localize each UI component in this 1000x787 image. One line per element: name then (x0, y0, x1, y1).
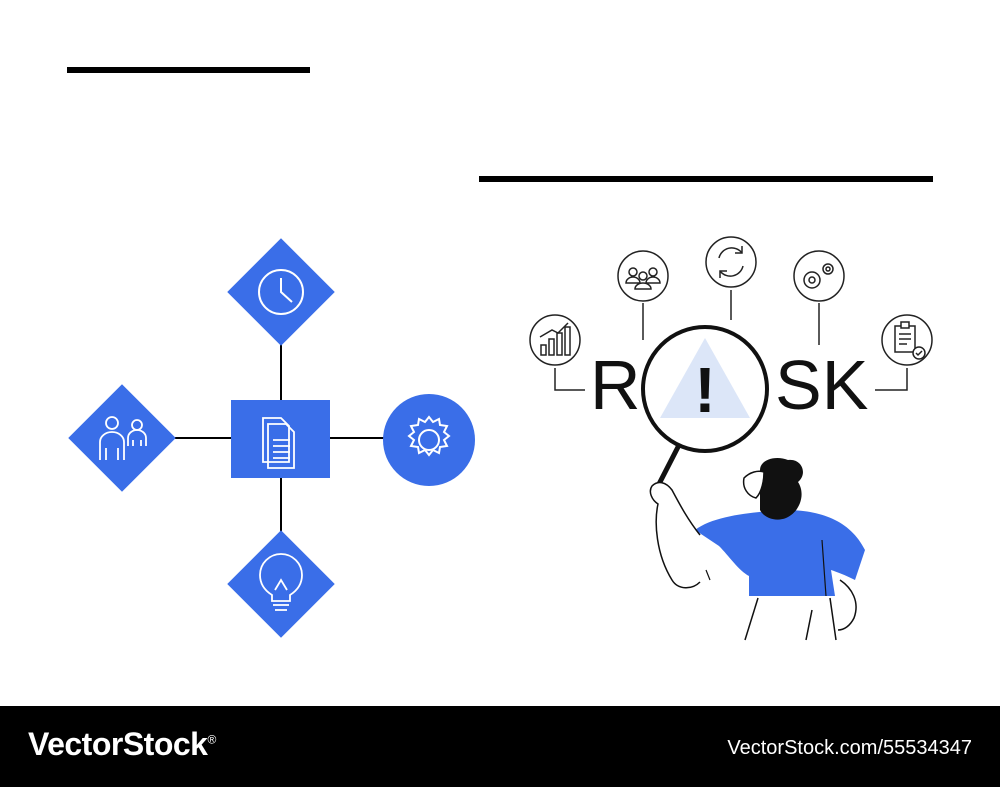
brand-text: VectorStock (28, 726, 208, 762)
warning-triangle (660, 338, 750, 418)
team-icon (617, 250, 669, 302)
watermark-bar: VectorStock® VectorStock.com/55534347 (0, 706, 1000, 787)
gears-icon (793, 250, 845, 302)
people-icon (99, 416, 147, 460)
lightbulb-icon (259, 553, 303, 611)
vectorstock-logo: VectorStock® (28, 726, 216, 763)
brand-registered-mark: ® (207, 732, 216, 747)
lightbulb-node (227, 530, 335, 638)
people-node (68, 384, 176, 492)
gear-icon (407, 415, 451, 457)
document-node (231, 400, 330, 478)
gear-node (383, 394, 475, 486)
magnifying-glass: ! (641, 325, 769, 487)
risk-word-left: R (590, 346, 641, 424)
clock-node (227, 238, 335, 346)
illustration: R SK ! (68, 236, 933, 641)
process-diagram (175, 340, 384, 535)
title-placeholder-line (67, 67, 310, 73)
person-figure (649, 458, 865, 641)
warning-mark: ! (694, 354, 715, 426)
risk-word-right: SK (775, 346, 868, 424)
clipboard-check-icon (881, 314, 933, 366)
clock-icon (258, 269, 304, 315)
subtitle-placeholder-line (479, 176, 933, 182)
risk-connectors (554, 290, 908, 391)
image-credit: VectorStock.com/55534347 (727, 737, 972, 759)
document-icon (262, 417, 295, 469)
growth-chart-icon (529, 314, 581, 366)
refresh-icon (705, 236, 757, 288)
